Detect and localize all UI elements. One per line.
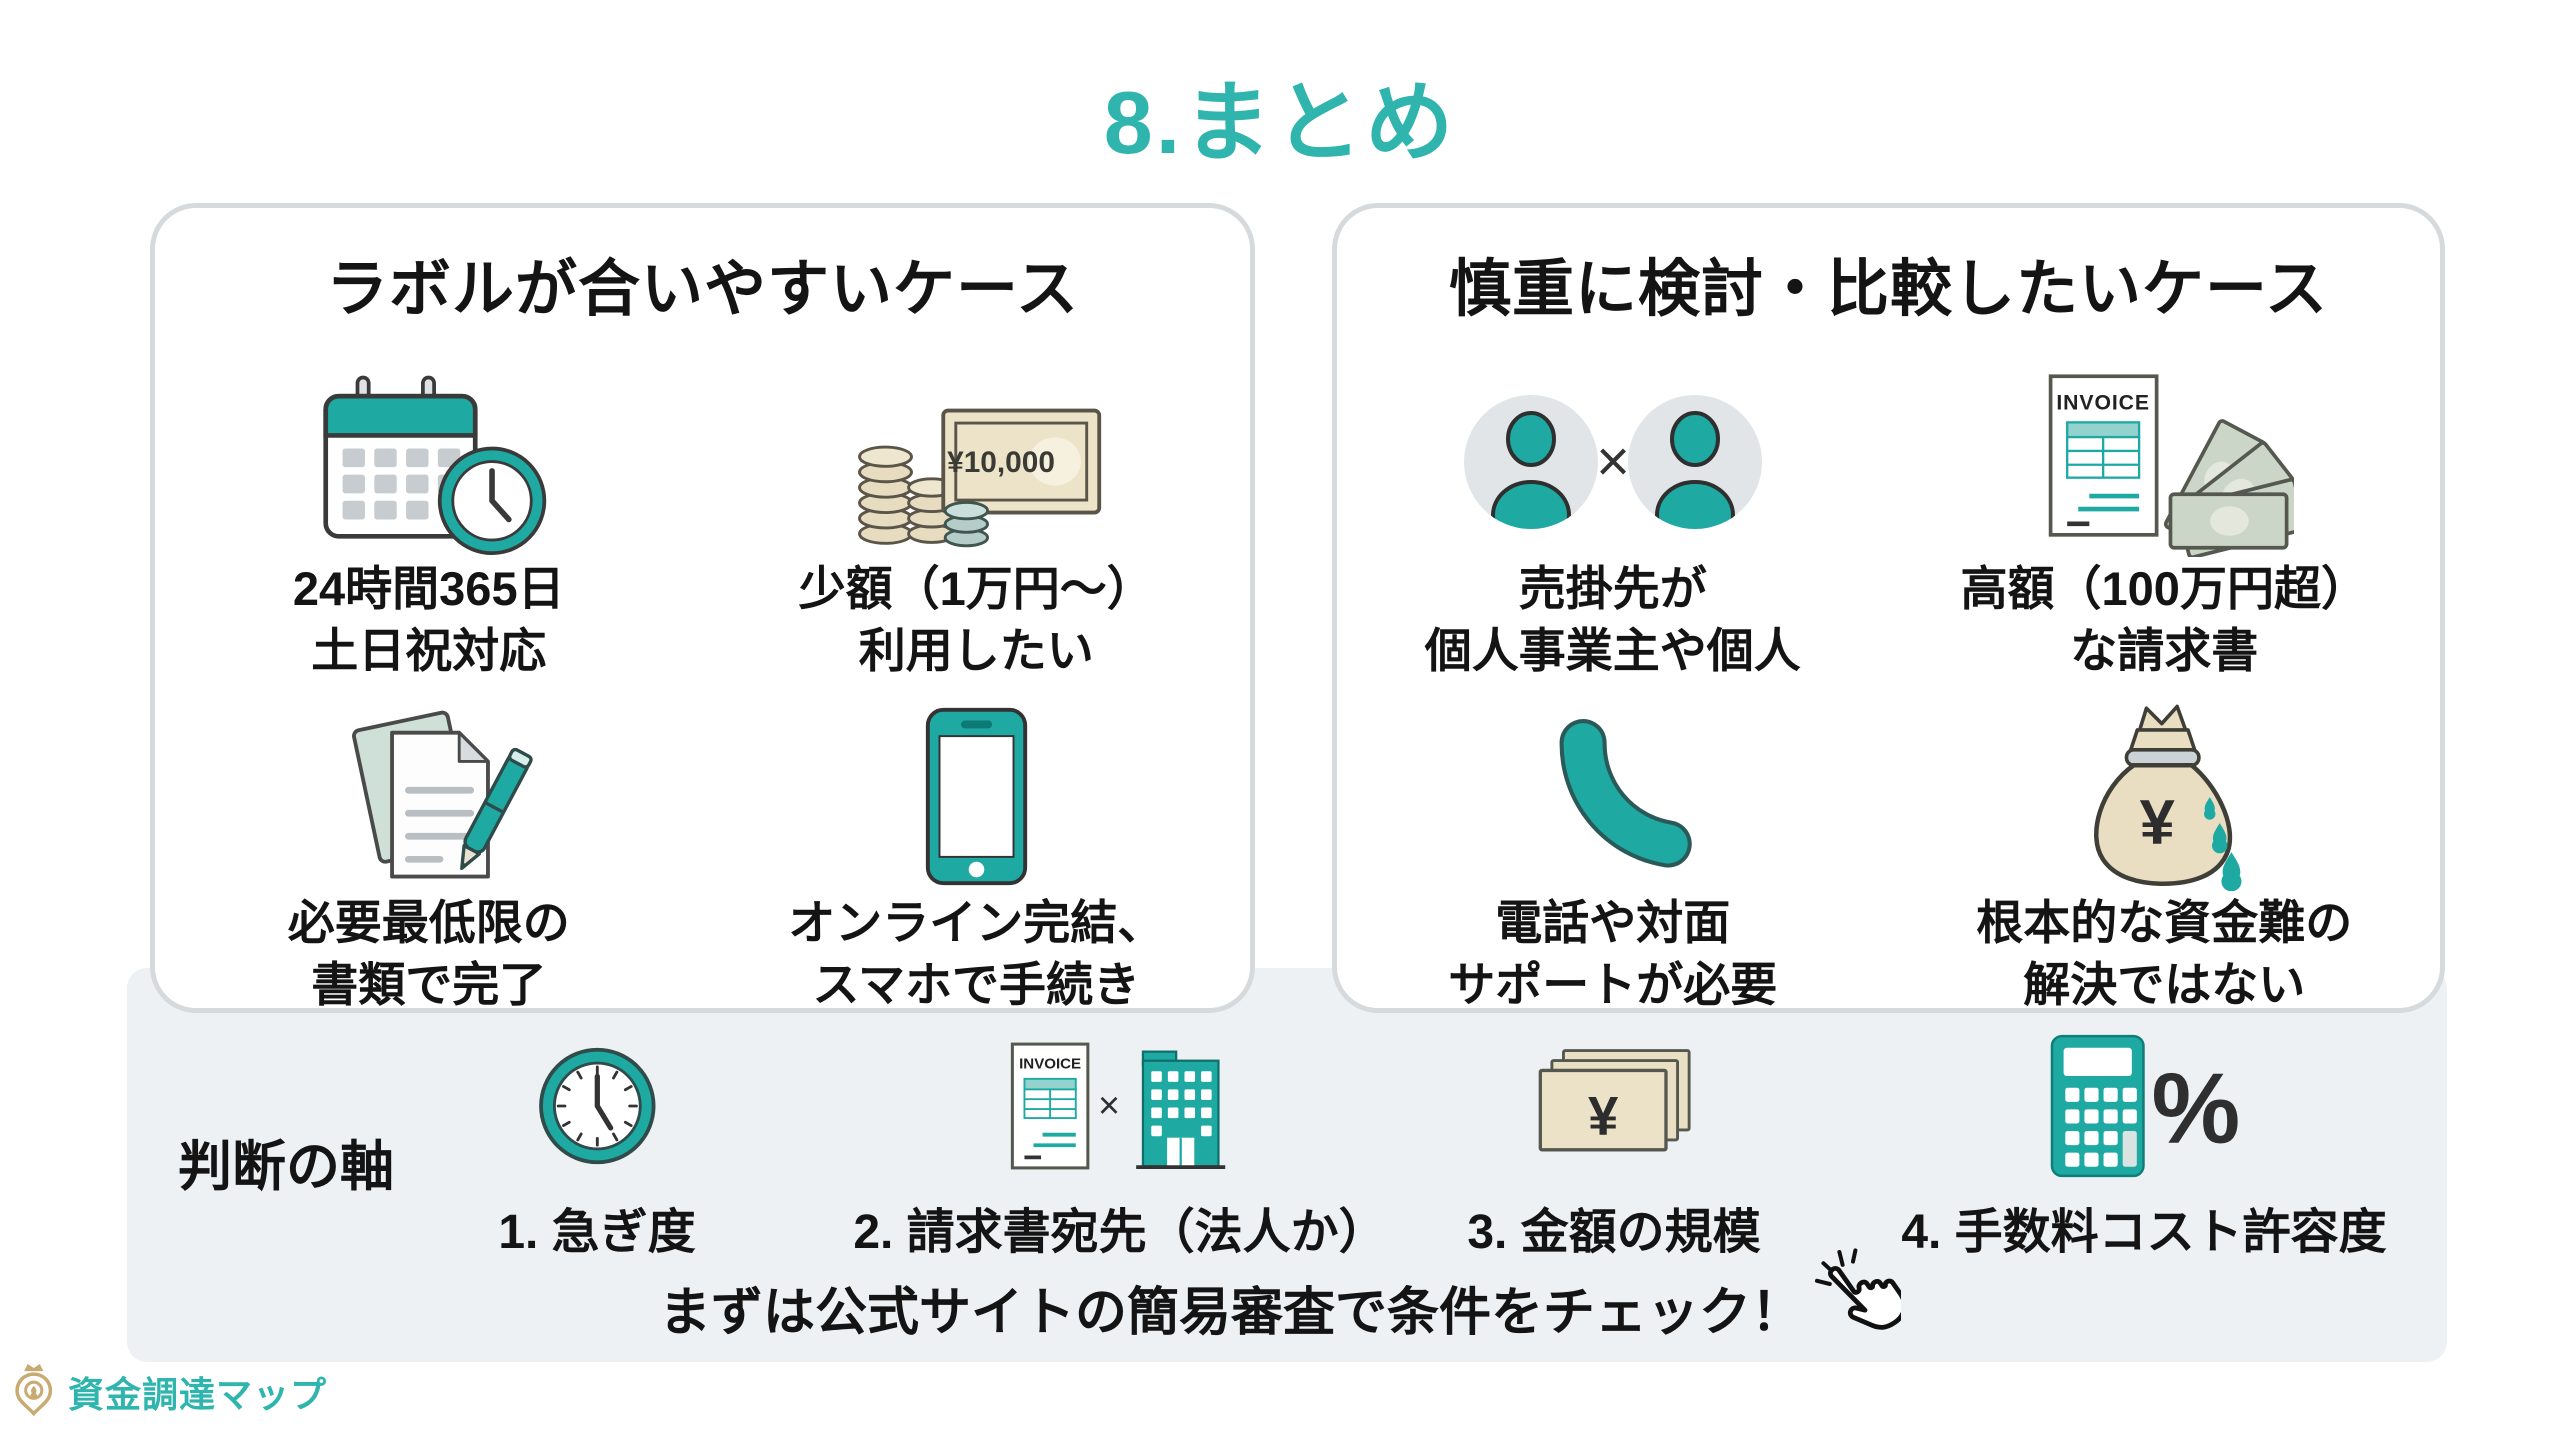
money-bag-icon: ¥ — [2074, 700, 2255, 892]
yen-symbol-text: ¥ — [2139, 788, 2174, 858]
card-item: × 売掛先が個人事業主や個人 — [1337, 366, 1889, 682]
criterion-urgency: 1. 急ぎ度 — [498, 1036, 696, 1262]
invoice-label-text: INVOICE — [1019, 1055, 1081, 1072]
card-caution: 慎重に検討・比較したいケース × — [1332, 203, 2445, 1013]
invoice-banknotes-icon: INVOICE — [2034, 366, 2295, 558]
calculator-percent-icon: % — [2040, 1034, 2248, 1178]
card-item-label: 少額（1万円〜）利用したい — [798, 562, 1154, 678]
invoice-building-icon: INVOICE × — [1003, 1036, 1237, 1176]
card-item: ¥10,000 少額（1万円〜）利用したい — [703, 366, 1251, 682]
card-caution-title: 慎重に検討・比較したいケース — [1449, 255, 2328, 324]
card-item-label: 24時間365日土日祝対応 — [292, 562, 565, 678]
cta-line: まずは公式サイトの簡易審査で条件をチェック！ — [658, 1248, 1907, 1353]
card-item: 必要最低限の書類で完了 — [155, 700, 703, 1016]
multiply-symbol-text: × — [1596, 429, 1630, 494]
criteria-heading: 判断の軸 — [178, 1137, 394, 1197]
criterion-label: 3. 金額の規模 — [1467, 1206, 1761, 1259]
criterion-label: 2. 請求書宛先（法人か） — [853, 1206, 1387, 1259]
yen-banknotes-icon: ¥ — [1525, 1036, 1703, 1176]
footer-logo-text: 資金調達マップ — [68, 1373, 328, 1415]
footer-logo: 資金調達マップ — [10, 1354, 327, 1429]
criterion-invoice-recipient: INVOICE × 2. 請求書宛先（法人か） — [853, 1036, 1387, 1262]
card-item-label: 必要最低限の書類で完了 — [287, 896, 570, 1012]
card-item-label: 高額（100万円超）な請求書 — [1960, 562, 2368, 678]
click-hand-icon — [1805, 1248, 1907, 1353]
card-good-fit: ラボルが合いやすいケース — [150, 203, 1255, 1013]
clock-icon — [535, 1036, 659, 1176]
map-pin-crown-icon — [10, 1354, 58, 1429]
card-item: 電話や対面サポートが必要 — [1337, 700, 1889, 1016]
card-item: INVOICE 高額（100万円超）な請求書 — [1889, 366, 2441, 682]
criterion-amount-scale: ¥ 3. 金額の規模 — [1467, 1036, 1761, 1262]
calendar-clock-icon — [307, 366, 550, 558]
two-people-x-icon: × — [1453, 366, 1773, 558]
banknote-value-text: ¥10,000 — [947, 446, 1055, 479]
card-item-label: 電話や対面サポートが必要 — [1448, 896, 1778, 1012]
card-caution-grid: × 売掛先が個人事業主や個人 — [1337, 366, 2440, 1016]
coins-banknote-icon: ¥10,000 — [847, 366, 1105, 558]
card-item-label: 根本的な資金難の解決ではない — [1976, 896, 2353, 1012]
card-good-fit-grid: 24時間365日土日祝対応 ¥10,0 — [155, 366, 1250, 1016]
card-item: ¥ 根本的な資金難の解決ではない — [1889, 700, 2441, 1016]
percent-symbol-text: % — [2151, 1054, 2240, 1165]
card-item: オンライン完結、スマホで手続き — [703, 700, 1251, 1016]
phone-handset-icon — [1527, 700, 1699, 892]
card-good-fit-title: ラボルが合いやすいケース — [326, 255, 1079, 324]
smartphone-icon — [920, 700, 1033, 892]
yen-symbol-text: ¥ — [1588, 1086, 1619, 1147]
invoice-label-text: INVOICE — [2057, 391, 2151, 414]
page-title: 8.まとめ — [1103, 73, 1457, 172]
card-item-label: オンライン完結、スマホで手続き — [788, 896, 1165, 1012]
criterion-fee-tolerance: % 4. 手数料コスト許容度 — [1901, 1034, 2387, 1262]
multiply-symbol-text: × — [1098, 1084, 1120, 1126]
card-item: 24時間365日土日祝対応 — [155, 366, 703, 682]
criterion-label: 4. 手数料コスト許容度 — [1901, 1206, 2387, 1259]
cta-text: まずは公式サイトの簡易審査で条件をチェック！ — [658, 1284, 1804, 1342]
card-item-label: 売掛先が個人事業主や個人 — [1424, 562, 1801, 678]
criterion-label: 1. 急ぎ度 — [498, 1206, 696, 1259]
documents-pen-icon — [317, 700, 540, 892]
